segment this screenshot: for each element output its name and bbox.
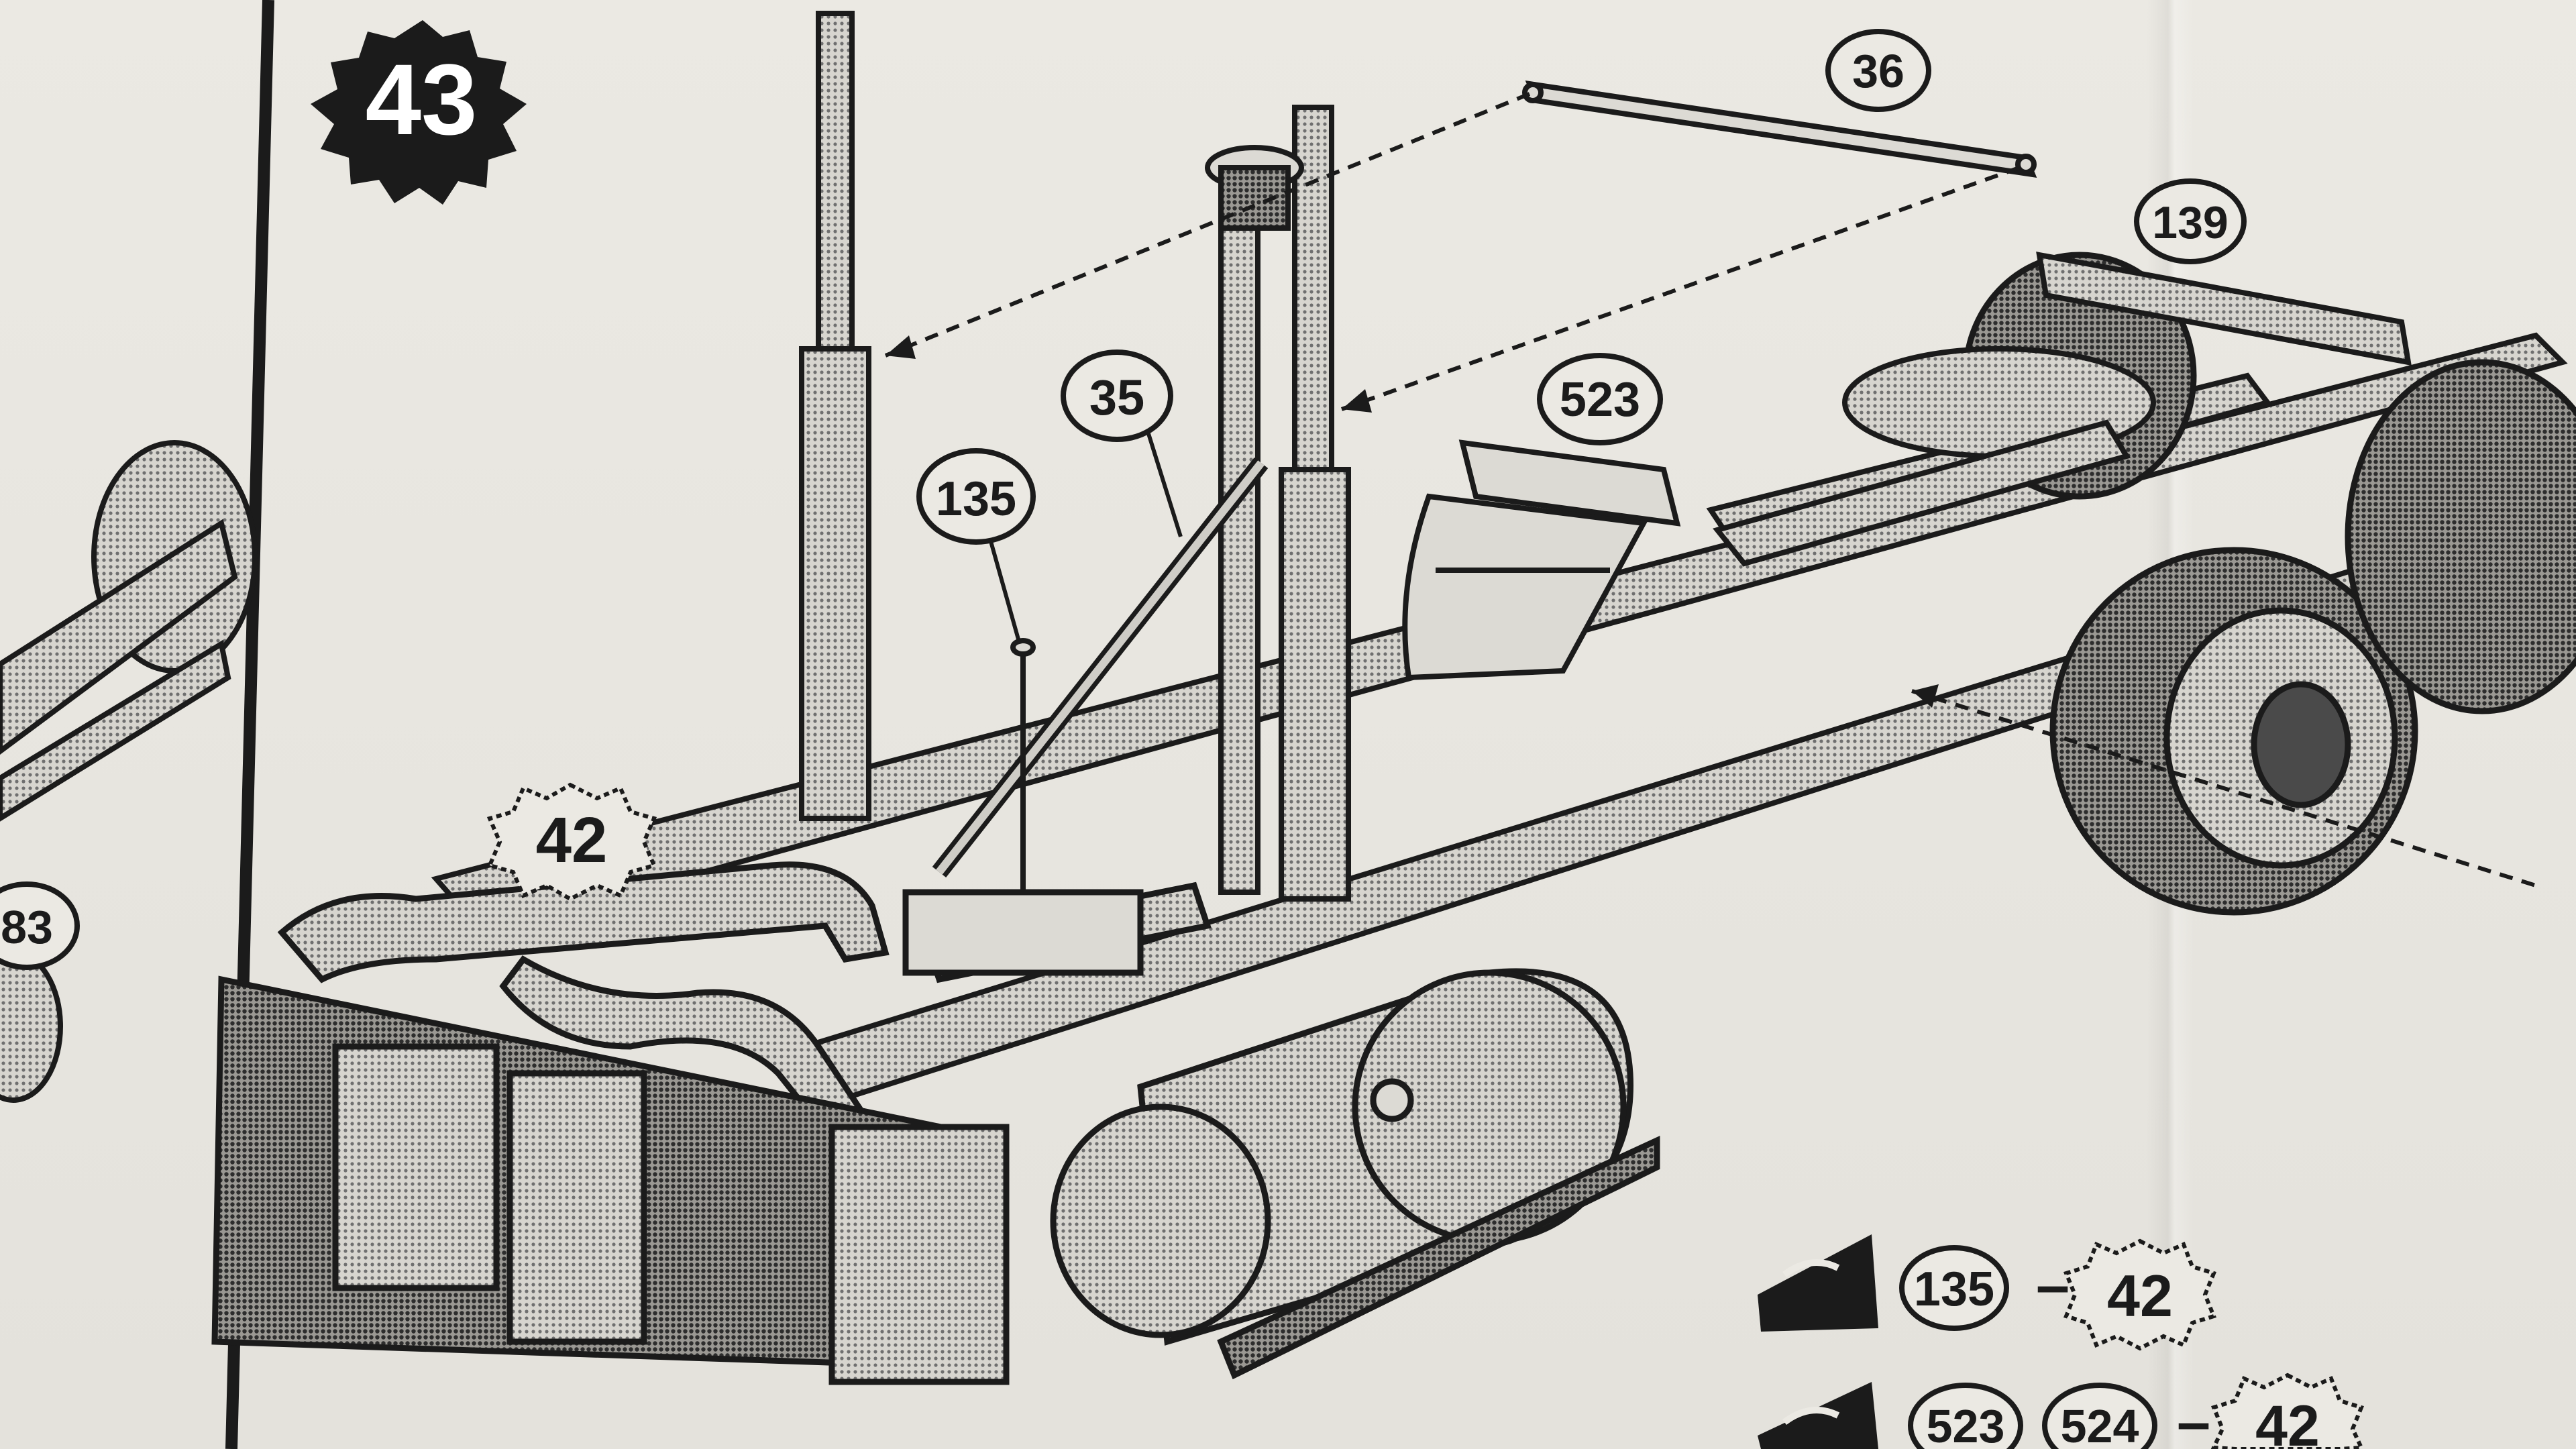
previous-step-chassis bbox=[0, 440, 258, 1103]
callout-leaders bbox=[987, 429, 1183, 645]
glue-icon bbox=[1758, 1382, 1878, 1449]
callout-35 bbox=[1061, 350, 1173, 442]
glue-note-1: 135 – 42 bbox=[1758, 1234, 2217, 1351]
callout-35-label: 35 bbox=[1089, 370, 1144, 425]
glue-note-1-part: 135 bbox=[1914, 1263, 1994, 1316]
callout-523-label: 523 bbox=[1560, 373, 1640, 427]
glue-note-2-target: 42 bbox=[2255, 1394, 2320, 1449]
step-badge bbox=[311, 20, 527, 205]
fuel-tanks bbox=[1050, 968, 1660, 1380]
glue-note-2-dash: – bbox=[2177, 1389, 2210, 1449]
part-35-highlight bbox=[936, 460, 1265, 875]
callout-139-label: 139 bbox=[2152, 197, 2228, 248]
glue-note-1-target: 42 bbox=[2107, 1263, 2173, 1329]
guide-arrowheads bbox=[885, 335, 1939, 708]
step-number: 43 bbox=[366, 43, 478, 156]
assembly-guide-lines bbox=[884, 92, 2536, 888]
callout-36-label: 36 bbox=[1852, 45, 1904, 97]
part-523-battery-box bbox=[1402, 439, 1681, 681]
part-139-mudflap-bracket bbox=[2036, 252, 2412, 366]
callout-135-label: 135 bbox=[936, 472, 1016, 526]
callout-36 bbox=[1825, 29, 1931, 112]
callout-523 bbox=[1537, 353, 1663, 445]
fifth-wheel-plate bbox=[1713, 346, 2156, 567]
callout-83-partial bbox=[0, 881, 80, 970]
callout-83-label: 83 bbox=[1, 901, 53, 953]
glue-note-2-part-b: 524 bbox=[2061, 1400, 2139, 1449]
part-36-light-bar bbox=[1522, 80, 2037, 178]
glue-icon bbox=[1758, 1234, 1878, 1332]
exhaust-stacks bbox=[799, 11, 1351, 902]
callout-42-label: 42 bbox=[536, 804, 608, 876]
glue-note-2-part-a: 523 bbox=[1927, 1400, 2005, 1449]
engine-and-pipes bbox=[211, 861, 1212, 1385]
glue-note-2: 523 524 – 42 bbox=[1758, 1373, 2365, 1449]
callout-42-starburst bbox=[486, 782, 657, 902]
glue-note-1-dash: – bbox=[2036, 1252, 2070, 1319]
callout-135 bbox=[916, 448, 1036, 545]
callout-139 bbox=[2134, 178, 2247, 264]
